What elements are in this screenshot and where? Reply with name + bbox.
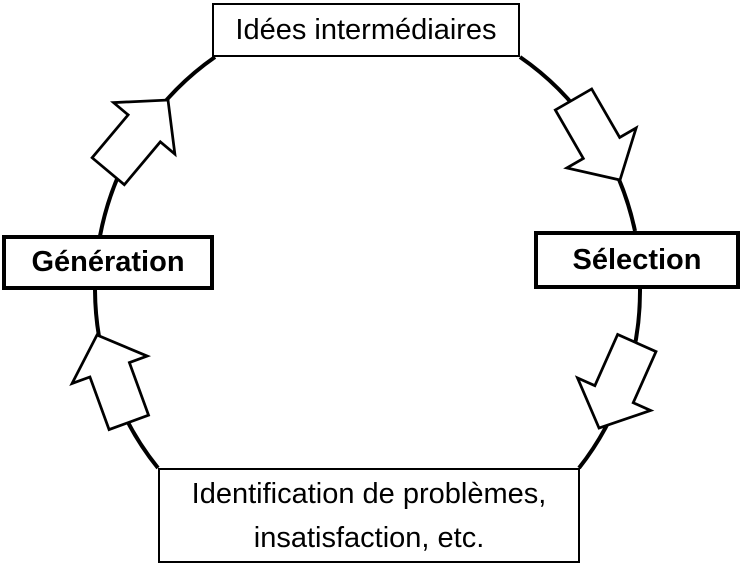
flow-arrow-identification-to-generation-icon (69, 333, 152, 432)
flow-arrow-generation-to-idees-icon (90, 98, 177, 187)
node-generation: Génération (2, 235, 214, 290)
node-selection-label: Sélection (572, 243, 702, 276)
flow-arrow-selection-to-identification-icon (574, 332, 658, 430)
node-selection: Sélection (534, 231, 740, 289)
node-idees-intermediaires-label: Idées intermédiaires (235, 13, 497, 46)
node-generation-label: Génération (31, 246, 185, 279)
node-identification-problemes-line2: insatisfaction, etc. (253, 521, 485, 554)
flow-arrow-idees-to-selection-icon (553, 87, 639, 182)
node-idees-intermediaires: Idées intermédiaires (212, 3, 520, 57)
node-identification-problemes-line1: Identification de problèmes, (191, 477, 547, 510)
node-identification-problemes: Identification de problèmes, insatisfact… (158, 468, 580, 563)
